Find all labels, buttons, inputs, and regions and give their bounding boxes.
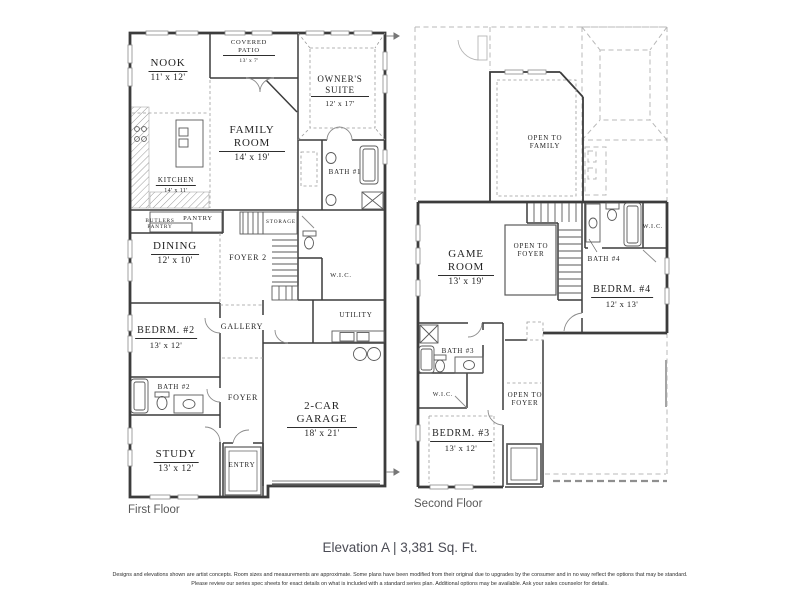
room-name: BATH #3 bbox=[441, 347, 475, 355]
room-label-bedrm3: BEDRM. #3 13' x 12' bbox=[430, 428, 492, 453]
room-dims: 13' x 12' bbox=[444, 443, 478, 454]
first-floor-door-arcs bbox=[204, 77, 353, 444]
disclaimer-line-1: Designs and elevations shown are artist … bbox=[112, 572, 688, 578]
room-dims: 12' x 13' bbox=[605, 299, 639, 310]
room-name: OPEN TO FOYER bbox=[513, 242, 549, 259]
room-name: W.I.C. bbox=[432, 392, 454, 398]
kitchen-counter-hatch bbox=[130, 106, 210, 209]
room-label-butlers-pantry: BUTLERS PANTRY bbox=[144, 218, 176, 231]
room-label-study: STUDY 13' x 12' bbox=[153, 448, 199, 476]
first-floor-interior-walls bbox=[130, 33, 385, 497]
room-name: OPEN TO FOYER bbox=[507, 391, 543, 408]
room-label-nook: NOOK 11' x 12' bbox=[148, 57, 188, 85]
room-label-bedrm2: BEDRM. #2 13' x 12' bbox=[135, 325, 197, 350]
room-name: BATH #4 bbox=[587, 255, 621, 263]
room-label-bath1: BATH #1 bbox=[329, 168, 362, 176]
room-dims: 11' x 12' bbox=[150, 73, 186, 84]
room-name: GALLERY bbox=[220, 322, 264, 331]
room-label-garage: 2-CAR GARAGE 18' x 21' bbox=[287, 400, 357, 441]
room-name: UTILITY bbox=[339, 311, 373, 319]
first-floor-title: First Floor bbox=[128, 504, 180, 516]
room-name: STUDY bbox=[153, 448, 199, 463]
room-dims: 14' x 11' bbox=[164, 187, 188, 194]
room-name: W.I.C. bbox=[330, 272, 352, 279]
room-name: FAMILY ROOM bbox=[219, 124, 285, 152]
second-floor-title: Second Floor bbox=[414, 498, 483, 510]
room-label-dining: DINING 12' x 10' bbox=[151, 240, 199, 268]
room-name: BATH #1 bbox=[328, 168, 362, 176]
room-name: OPEN TO FAMILY bbox=[527, 134, 563, 151]
dimension-arrows bbox=[386, 32, 400, 476]
room-label-gallery: GALLERY bbox=[221, 322, 264, 331]
room-label-utility: UTILITY bbox=[339, 311, 372, 319]
room-label-bath4: BATH #4 bbox=[588, 255, 621, 263]
room-label-bath2: BATH #2 bbox=[158, 383, 191, 391]
room-dims: 12' x 17' bbox=[325, 98, 355, 108]
room-label-wic1: W.I.C. bbox=[330, 272, 352, 280]
room-name: PANTRY bbox=[183, 215, 213, 222]
room-name: FOYER 2 bbox=[229, 253, 267, 262]
room-label-wic4: W.I.C. bbox=[643, 224, 663, 231]
room-dims: 13' x 12' bbox=[158, 464, 194, 475]
disclaimer: Designs and elevations shown are artist … bbox=[42, 571, 758, 589]
room-name: ENTRY bbox=[228, 461, 256, 469]
room-dims: 13' x 12' bbox=[149, 340, 183, 351]
room-label-kitchen: KITCHEN 14' x 11' bbox=[155, 176, 197, 195]
room-label-foyer2: FOYER 2 bbox=[229, 253, 267, 262]
window-marks bbox=[127, 30, 670, 500]
room-name: KITCHEN bbox=[155, 176, 197, 187]
room-dims: 14' x 19' bbox=[234, 153, 270, 164]
room-label-pantry: PANTRY bbox=[183, 215, 213, 223]
second-floor-dashed-lines bbox=[428, 79, 577, 483]
room-name: DINING bbox=[151, 240, 199, 255]
plan-caption: Elevation A | 3,381 Sq. Ft. bbox=[322, 540, 478, 555]
room-label-wic3: W.I.C. bbox=[433, 392, 453, 399]
disclaimer-line-2: Please review our series spec sheets for… bbox=[191, 580, 609, 587]
first-floor-plan bbox=[128, 31, 400, 499]
room-label-foyer: FOYER bbox=[228, 393, 258, 402]
room-dims: 12' x 10' bbox=[157, 256, 193, 267]
room-dims: 13' x 7' bbox=[239, 57, 259, 64]
room-name: BATH #2 bbox=[157, 383, 191, 391]
room-label-family-room: FAMILY ROOM 14' x 19' bbox=[219, 124, 285, 165]
room-label-game-room: GAME ROOM 13' x 19' bbox=[438, 248, 494, 289]
room-name: OWNER'S SUITE bbox=[311, 74, 369, 98]
room-dims: 18' x 21' bbox=[304, 429, 340, 440]
first-floor-details bbox=[130, 119, 385, 496]
room-name: FOYER bbox=[227, 393, 259, 402]
room-label-open-to-family: OPEN TO FAMILY bbox=[522, 134, 568, 151]
room-label-entry: ENTRY bbox=[229, 461, 256, 469]
second-floor-door-arcs bbox=[454, 249, 657, 426]
second-floor-details bbox=[418, 202, 642, 485]
room-name: 2-CAR GARAGE bbox=[287, 400, 357, 428]
room-dims: 13' x 19' bbox=[448, 277, 484, 288]
room-label-bedrm4: BEDRM. #4 12' x 13' bbox=[591, 284, 653, 309]
room-name: BUTLERS PANTRY bbox=[145, 218, 175, 231]
roof-outline bbox=[414, 26, 668, 475]
room-name: BEDRM. #4 bbox=[591, 284, 653, 298]
room-label-open-to-foyer-upper: OPEN TO FOYER bbox=[510, 242, 552, 259]
room-label-storage: STORAGE bbox=[266, 219, 296, 225]
room-label-covered-patio: COVERED PATIO 13' x 7' bbox=[223, 39, 275, 64]
room-label-owners-suite: OWNER'S SUITE 12' x 17' bbox=[311, 74, 369, 108]
room-name: BEDRM. #2 bbox=[135, 325, 197, 339]
roof-misc-gray bbox=[457, 35, 488, 61]
room-label-open-to-foyer-lower: OPEN TO FOYER bbox=[504, 391, 546, 408]
room-name: STORAGE bbox=[266, 219, 296, 225]
room-name: GAME ROOM bbox=[438, 248, 494, 276]
room-name: COVERED PATIO bbox=[223, 39, 275, 57]
first-floor-dashed-lines bbox=[132, 32, 386, 359]
second-floor-interior-walls bbox=[418, 202, 667, 488]
room-name: BEDRM. #3 bbox=[430, 428, 492, 442]
room-name: W.I.C. bbox=[642, 224, 664, 230]
room-name: NOOK bbox=[148, 57, 188, 72]
room-label-bath3: BATH #3 bbox=[442, 347, 475, 355]
